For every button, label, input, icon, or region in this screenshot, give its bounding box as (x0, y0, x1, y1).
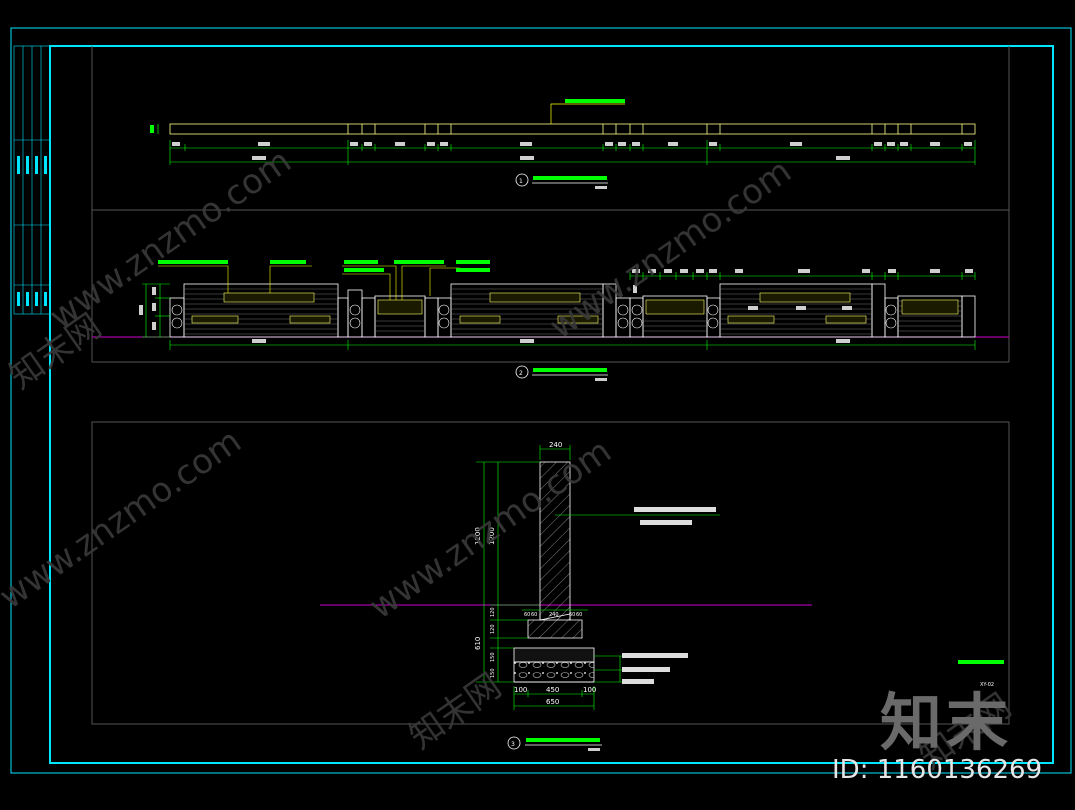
section-dim-total-upper: 1200 (474, 527, 482, 545)
left-strip-notes (17, 156, 47, 306)
view2-title: 2 (515, 365, 608, 381)
section-dim-h1: 60 (524, 612, 530, 618)
watermark-site-4: www.znzmo.com (0, 421, 249, 617)
drawing-number: XY-02 (980, 682, 994, 688)
section-footing-step (527, 613, 583, 639)
section-top-dim (539, 445, 571, 460)
section-concrete-base (513, 647, 595, 663)
image-id-label: ID: 1160136269 (832, 755, 1043, 785)
section-top-dim-label: 240 (549, 441, 562, 449)
drawing-number-block: XY-02 (958, 660, 1004, 688)
section-dim-h5: 60 (576, 612, 582, 618)
section-dim-b1: 100 (514, 686, 527, 694)
view3-section: 240 1200 1200 610 120 120 150 150 60 60 … (320, 441, 1004, 751)
elev-brick-hatch (184, 288, 962, 335)
section-dim-v4: 150 (490, 668, 496, 678)
brand-logo: 知末 (880, 686, 1013, 759)
section-dim-wall-height: 1200 (488, 527, 496, 545)
elev-top-dims (629, 272, 976, 280)
view2-elevation: 2 (92, 260, 1009, 381)
section-dim-h3: 240 (549, 612, 559, 618)
elev-annotations (158, 260, 490, 272)
left-title-strip (13, 45, 51, 315)
inner-border (49, 45, 1054, 764)
elev-panels (191, 292, 959, 324)
view1-dimensions (169, 140, 976, 165)
section-annotations (622, 507, 716, 684)
section-dim-total-lower: 610 (474, 637, 482, 650)
outer-border (10, 27, 1072, 774)
elev-walls (169, 283, 976, 338)
section-dim-v1: 120 (490, 607, 496, 617)
section-dim-b2: 450 (546, 686, 559, 694)
view1-title: 1 (515, 173, 608, 189)
section-dim-b3: 100 (583, 686, 596, 694)
section-dim-b-total: 650 (546, 698, 559, 706)
section-dim-v3: 150 (490, 652, 496, 662)
watermark-brand-2: 知末网 (402, 666, 508, 757)
svg-text:2: 2 (519, 370, 523, 377)
elev-bottom-dims (169, 340, 976, 350)
elev-leaders (158, 265, 460, 300)
section-dim-h4: 60 (569, 612, 575, 618)
watermark-site-1: www.znzmo.com (42, 141, 298, 337)
section-dim-v2: 120 (490, 624, 496, 634)
view3-title: 3 (507, 736, 602, 751)
watermark-site-3: www.znzmo.com (362, 431, 618, 627)
wall-plan-strip (169, 123, 976, 135)
section-gravel-base (513, 661, 595, 683)
view1-plan: 1 (150, 99, 976, 189)
section-dim-h2: 60 (531, 612, 537, 618)
view1-leader (550, 103, 625, 124)
elev-left-dims (142, 283, 170, 338)
section-bottom-dims (513, 686, 595, 710)
svg-text:3: 3 (511, 741, 515, 748)
section-left-dims (476, 461, 540, 683)
elev-round-ornaments (171, 304, 897, 329)
svg-text:1: 1 (519, 178, 523, 185)
